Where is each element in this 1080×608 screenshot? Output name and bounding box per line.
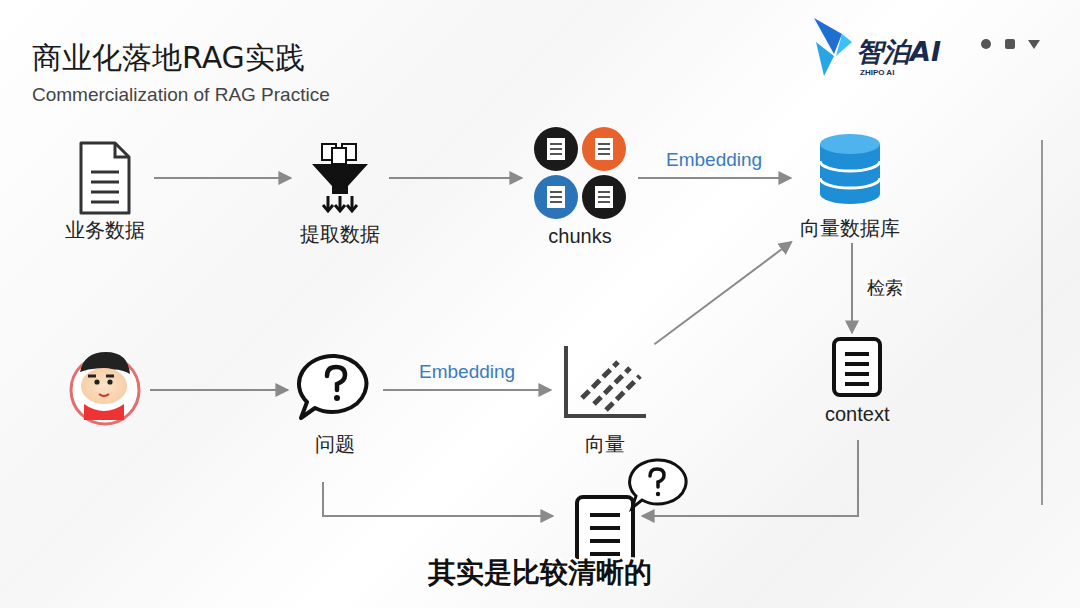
flow-arrow xyxy=(851,243,853,333)
flow-arrow xyxy=(323,482,553,516)
node-label: chunks xyxy=(548,224,611,248)
flow-arrow xyxy=(389,177,522,179)
node-label: 向量数据库 xyxy=(800,216,900,240)
icon-node: chunks xyxy=(525,124,635,248)
prompt-document xyxy=(577,460,686,567)
node-label: 向量 xyxy=(585,432,625,456)
node-label: context xyxy=(825,402,889,426)
edge-label: Embedding xyxy=(663,149,765,172)
slide-title: 商业化落地RAG实践 xyxy=(32,38,305,79)
node-icon xyxy=(77,140,133,216)
logo-text: 智泊AI xyxy=(856,34,941,70)
flow-arrow xyxy=(383,389,551,391)
flow-arrow xyxy=(654,242,791,344)
logo-icons xyxy=(981,39,1040,49)
icon-node: 向量 xyxy=(554,342,656,456)
edge-label: 检索 xyxy=(864,277,906,299)
video-subtitle: 其实是比较清晰的 xyxy=(428,554,652,592)
flow-arrow xyxy=(150,389,288,391)
node-icon xyxy=(831,336,883,398)
user-avatar xyxy=(71,352,139,424)
slide-subtitle: Commercialization of RAG Practice xyxy=(32,84,330,106)
node-icon xyxy=(817,132,883,206)
node-icon xyxy=(308,142,372,214)
divider-line xyxy=(1041,140,1043,505)
node-icon xyxy=(296,352,374,422)
node-icon xyxy=(531,124,629,222)
icon-node: 问题 xyxy=(290,352,380,456)
node-label: 业务数据 xyxy=(65,218,145,242)
edge-label: Embedding xyxy=(416,361,518,384)
logo-subtext: ZHIPO AI xyxy=(860,68,894,77)
node-icon xyxy=(560,342,650,422)
node-label: 提取数据 xyxy=(300,222,380,246)
node-label: 问题 xyxy=(315,432,355,456)
flow-arrow xyxy=(154,177,291,179)
icon-node: 提取数据 xyxy=(294,142,386,246)
icon-node: 向量数据库 xyxy=(794,132,906,240)
icon-node: context xyxy=(819,336,895,426)
icon-node: 业务数据 xyxy=(59,140,151,242)
flow-arrow xyxy=(638,177,791,179)
logo-mark xyxy=(814,18,852,76)
